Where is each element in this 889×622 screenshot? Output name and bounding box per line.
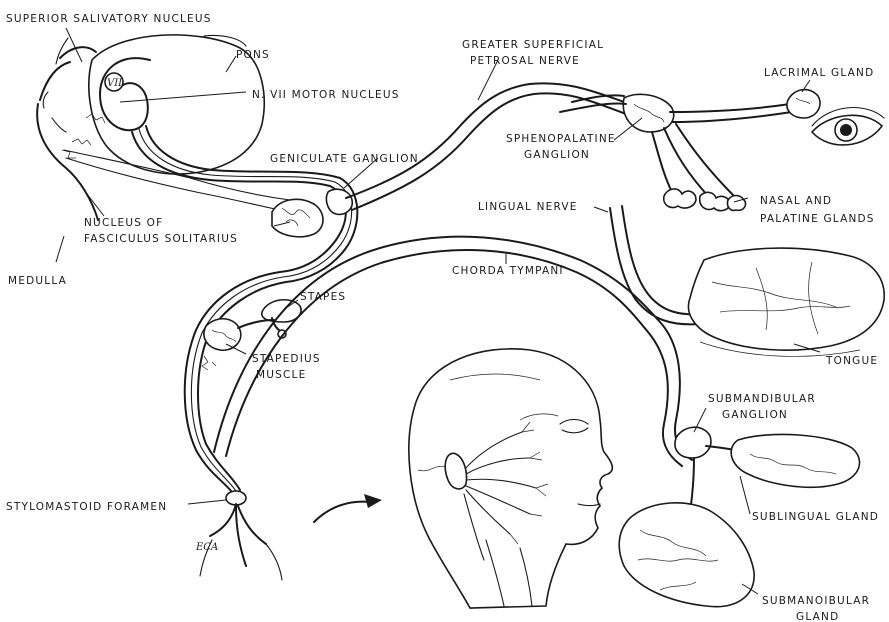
- facial-nerve-trunk: [132, 126, 357, 492]
- arrow-icon: [314, 494, 382, 522]
- geniculate-knot: [326, 189, 352, 214]
- greater-petrosal-nerve: [346, 83, 630, 210]
- label-sphenopalatine-ganglion: GANGLION: [524, 149, 590, 161]
- eye-icon: [812, 108, 884, 145]
- submandibular-gland: [619, 503, 754, 607]
- nasal-palatine-glands: [664, 189, 746, 211]
- label-stapes: STAPES: [300, 291, 346, 303]
- label-nucleus-of: NUCLEUS OF: [84, 217, 163, 229]
- label-vii: VII: [107, 78, 123, 89]
- label-greater-superficial: GREATER SUPERFICIAL: [462, 39, 604, 51]
- label-submandibular: SUBMANDIBULAR: [708, 393, 816, 405]
- label-submandibular-gland: SUBMANOIBULAR: [762, 595, 870, 607]
- label-lingual-nerve: LINGUAL NERVE: [478, 201, 578, 213]
- label-sublingual-gland: SUBLINGUAL GLAND: [752, 511, 879, 523]
- tongue-shape: [688, 248, 884, 356]
- label-nasal-and: NASAL AND: [760, 195, 832, 207]
- sphenopalatine-ganglion: [560, 94, 792, 198]
- label-lacrimal-gland: LACRIMAL GLAND: [764, 67, 874, 79]
- label-submandibular-ganglion: GANGLION: [722, 409, 788, 421]
- geniculate-ganglion: [272, 199, 323, 236]
- label-stapedius: STAPEDIUS: [252, 353, 321, 365]
- label-fasciculus-solitarius: FASCICULUS SOLITARIUS: [84, 233, 238, 245]
- label-tongue: TONGUE: [825, 355, 878, 367]
- label-geniculate-ganglion: GENICULATE GANGLION: [270, 153, 419, 165]
- label-palatine-glands: PALATINE GLANDS: [760, 213, 875, 225]
- label-sphenopalatine: SPHENOPALATINE: [506, 133, 616, 145]
- label-stylomastoid-foramen: STYLOMASTOID FORAMEN: [6, 501, 167, 513]
- label-superior-salivatory-nucleus: SUPERIOR SALIVATORY NUCLEUS: [6, 13, 212, 25]
- lacrimal-gland: [787, 90, 820, 118]
- sublingual-gland: [731, 434, 859, 487]
- stylomastoid-branches: [200, 491, 282, 580]
- label-pons: PONS: [236, 49, 270, 61]
- label-eca: ECA: [195, 542, 218, 553]
- label-chorda-tympani: CHORDA TYMPANI: [452, 265, 564, 277]
- label-petrosal-nerve: PETROSAL NERVE: [470, 55, 580, 67]
- head-profile: [409, 349, 612, 608]
- label-medulla: MEDULLA: [8, 275, 67, 287]
- label-muscle: MUSCLE: [256, 369, 306, 381]
- label-gland: GLAND: [796, 611, 839, 622]
- label-n-vii-motor-nucleus: N. VII MOTOR NUCLEUS: [252, 89, 400, 101]
